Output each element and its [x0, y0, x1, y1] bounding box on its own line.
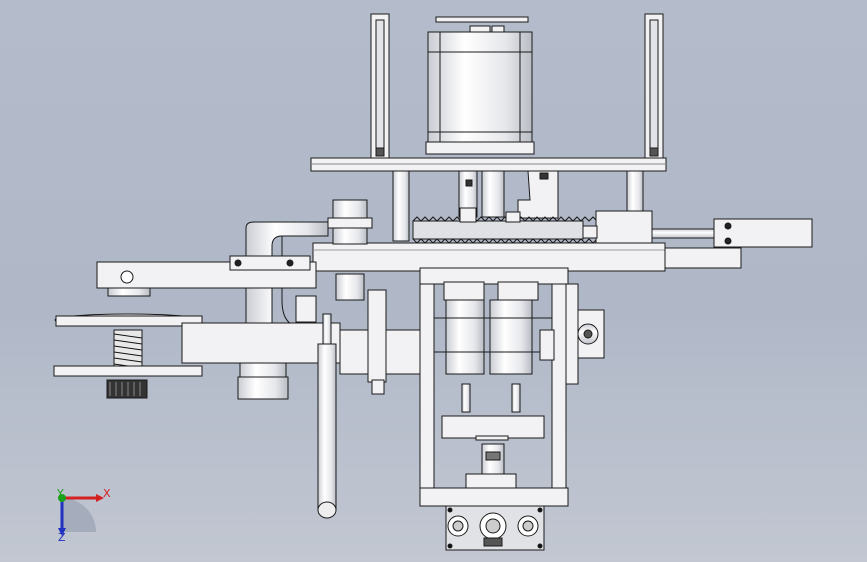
twin-guide-cylinders — [434, 281, 552, 375]
central-lifting-frame — [419, 267, 579, 507]
vertical-push-rod — [317, 313, 337, 519]
triad-x-label: X — [103, 487, 111, 500]
triad-y-label: Y — [57, 487, 64, 500]
bottom-gripper-block — [445, 505, 545, 551]
left-upright-plate — [370, 13, 390, 159]
upper-left-link-arm — [96, 255, 317, 289]
right-bearing-block — [539, 309, 605, 361]
coordinate-triad-icon — [58, 494, 104, 536]
spring-disk-assembly — [53, 287, 203, 399]
gear-rack — [412, 207, 606, 244]
lower-pin-holder — [441, 383, 545, 441]
top-mounting-plate — [310, 157, 667, 172]
right-linear-actuator — [582, 210, 813, 248]
middle-clamp-bracket — [339, 289, 423, 395]
triad-z-label: Z — [58, 531, 66, 544]
motor-side-bracket — [517, 170, 559, 219]
main-base-plate — [312, 242, 742, 285]
servo-motor — [425, 16, 535, 155]
right-upright-plate — [644, 13, 664, 159]
flexible-coupling — [465, 443, 517, 489]
lower-horizontal-beam — [181, 295, 341, 400]
left-column-cylinder — [327, 199, 373, 301]
